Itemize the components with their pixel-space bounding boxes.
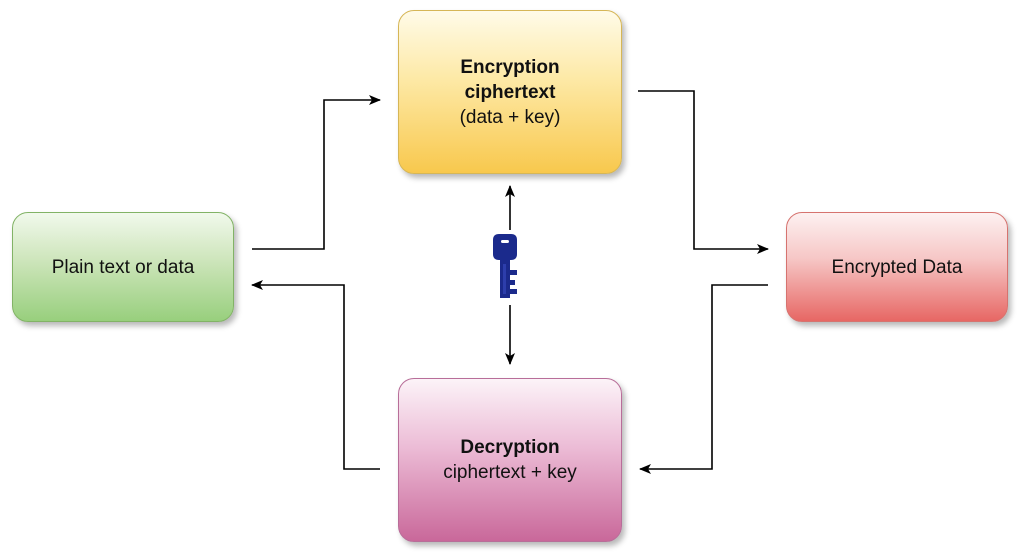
arrow-plain-to-encryption bbox=[252, 95, 381, 250]
encrypted-data-label: Encrypted Data bbox=[831, 256, 963, 278]
plain-text-label: Plain text or data bbox=[51, 256, 195, 278]
arrow-encryption-to-encrypted bbox=[638, 90, 769, 254]
encryption-node: Encryption ciphertext (data + key) bbox=[398, 10, 622, 174]
arrow-decryption-to-plain bbox=[251, 280, 380, 470]
arrow-encrypted-to-decryption bbox=[639, 284, 768, 474]
decryption-detail: ciphertext + key bbox=[443, 462, 577, 483]
decryption-title: Decryption bbox=[460, 437, 560, 458]
encryption-subtitle: ciphertext bbox=[464, 81, 556, 103]
key-icon bbox=[493, 234, 517, 298]
encryption-detail: (data + key) bbox=[459, 106, 561, 128]
plain-text-node: Plain text or data bbox=[12, 212, 234, 322]
encrypted-data-node: Encrypted Data bbox=[786, 212, 1008, 322]
encryption-title: Encryption bbox=[460, 56, 560, 78]
decryption-node: Decryption ciphertext + key bbox=[398, 378, 622, 542]
